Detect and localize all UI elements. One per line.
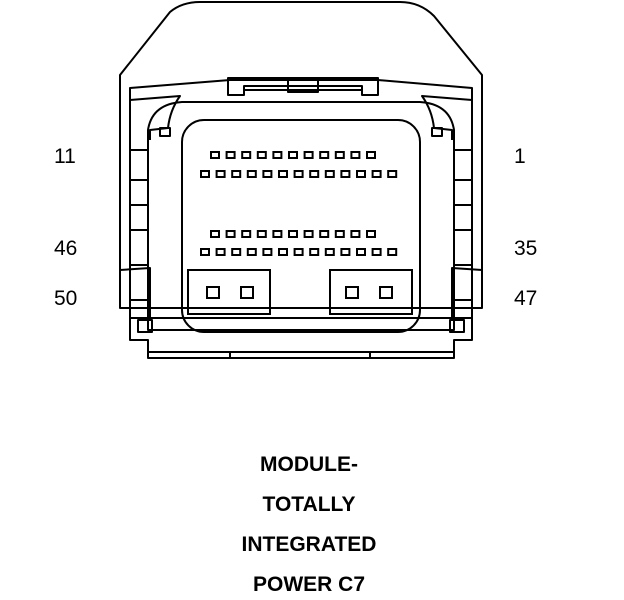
power-block-right [329,269,413,315]
pin-cavity [334,151,345,159]
pin-cavity [210,151,220,159]
pin-cavity [303,230,314,238]
side-tabs-left [130,149,148,301]
pin-label-47: 47 [514,287,537,310]
pin-label-35: 35 [514,237,537,260]
pin-cavity [231,170,242,178]
pin-cavity [246,170,257,178]
power-pin-right-2 [379,286,393,299]
caption-line-3: INTEGRATED [242,533,377,556]
base [129,318,473,359]
pin-cavity [334,230,345,238]
caption: MODULE- TOTALLY INTEGRATED POWER C7 [242,453,377,596]
pin-cavity [319,230,330,238]
pin-cavity [278,248,288,256]
caption-line-4: POWER C7 [253,573,365,596]
pin-cavity [371,248,382,256]
pin-cavity [278,170,288,178]
pin-cavity [225,230,236,238]
pin-cavity [340,248,351,256]
pin-face [181,119,421,333]
pin-cavity [272,230,283,238]
pin-cavity [350,151,361,159]
connector-housing [119,1,483,359]
key-right [449,319,465,333]
power-pin-right-1 [345,286,359,299]
pin-cavity [241,151,252,159]
pin-cavity [215,248,226,256]
pin-cavity [356,170,366,178]
pin-cavity [356,248,366,256]
pin-cavity [387,170,398,178]
pin-cavity [366,230,376,238]
pin-cavity [293,248,304,256]
pin-cavity [200,170,210,178]
key-left [137,319,153,333]
pin-cavity [293,170,304,178]
latch [227,77,379,96]
pin-cavity [256,230,267,238]
pin-cavity [215,170,226,178]
pin-cavity [200,248,210,256]
power-terminals [187,269,413,315]
latch-center [287,78,319,93]
pin-cavity [371,170,382,178]
pin-cavity [262,248,273,256]
pin-cavity [241,230,252,238]
pin-cavity [225,151,236,159]
pin-cavities [200,151,398,256]
caption-line-1: MODULE- [260,453,358,476]
outer-shell [119,1,483,309]
pin-cavity [272,151,283,159]
pin-label-1: 1 [514,145,526,168]
pin-cavity [309,248,320,256]
pin-cavity [288,151,298,159]
pin-cavity [303,151,314,159]
pin-cavity [340,170,351,178]
lower-block-left [119,267,151,318]
pin-cavity [350,230,361,238]
power-pin-left-1 [206,286,220,299]
pin-label-11: 11 [54,145,76,168]
pin-cavity [309,170,320,178]
inner-wall [147,101,455,331]
pin-cavity [324,170,335,178]
lower-block-right [451,267,483,318]
pin-cavity [246,248,257,256]
power-pin-left-2 [240,286,254,299]
pin-cavity [256,151,267,159]
pin-cavity [387,248,398,256]
pin-cavity [366,151,376,159]
pin-cavity [288,230,298,238]
pin-label-46: 46 [54,237,77,260]
pin-cavity [324,248,335,256]
pin-cavity [262,170,273,178]
pin-label-50: 50 [54,287,77,310]
pin-cavity [210,230,220,238]
power-block-left [187,269,271,315]
pin-cavity [319,151,330,159]
side-tabs-right [454,149,472,301]
pin-cavity [231,248,242,256]
caption-line-2: TOTALLY [263,493,356,516]
